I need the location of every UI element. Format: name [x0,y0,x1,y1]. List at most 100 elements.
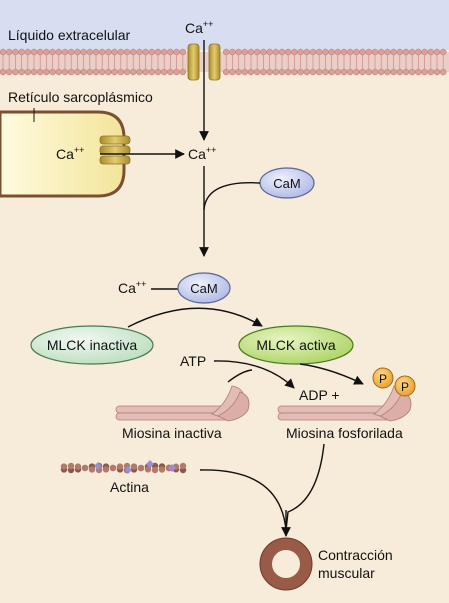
membrane-lipid-head [61,48,69,56]
myosin-phosphorylated [277,385,412,422]
membrane-lipid-head [315,48,323,56]
membrane-lipid-head [266,48,273,56]
membrane-lipid-head [55,68,63,76]
membrane-lipid-head [353,68,360,76]
membrane-lipid-head [160,48,168,56]
membrane-lipid-head [179,48,187,56]
membrane-lipid-head [253,68,261,76]
membrane-lipid-head [80,48,87,56]
membrane-lipid-head [30,48,38,56]
membrane-lipid-head [5,68,13,76]
membrane-lipid-head [136,48,143,56]
ca-reticulum-label: Ca++ [56,145,84,162]
membrane-lipid-head [222,48,230,56]
membrane-lipid-head [371,48,379,56]
mlck-inactive [30,325,154,365]
membrane-lipid-head [346,68,354,76]
actin-monomer [137,464,145,472]
membrane-lipid-head [36,48,44,56]
membrane-lipid-head [334,48,342,56]
membrane-lipid-head [284,68,292,76]
membrane-lipid-head [272,68,280,76]
membrane-lipid-head [123,68,131,76]
contraction-label-line2: muscular [318,565,375,581]
membrane-lipid-head [43,48,50,56]
membrane-lipid-head [74,68,81,76]
membrane-lipid-head [272,48,280,56]
membrane-lipid-head [167,48,174,56]
membrane-lipid-head [98,48,106,56]
membrane-lipid-head [390,48,397,56]
svg-text:P: P [379,372,387,386]
mlck-phosphorylation-arrow [299,363,364,385]
membrane-lipid-head [12,68,19,76]
contraction-ring [260,538,312,590]
membrane-lipid-head [241,68,249,76]
membrane-lipid-head [247,68,255,76]
membrane-lipid-head [222,68,230,76]
membrane-lipid-head [154,48,162,56]
membrane-lipid-head [86,48,94,56]
tropomyosin-site [168,464,176,472]
myosin-phosphorylated-label: Miosina fosforilada [286,425,403,441]
membrane-lipid-head [117,48,125,56]
membrane-lipid-head [247,48,255,56]
membrane-lipid-head [359,48,366,56]
membrane-lipid-head [136,68,143,76]
membrane-lipid-head [142,48,149,56]
membrane-lipid-head [74,48,81,56]
membrane-lipid-head [303,48,311,56]
membrane-lipid-head [278,48,286,56]
contraction-label-line1: Contracción [318,547,393,563]
membrane-lipid-head [111,68,118,76]
mlck-active-label: MLCK activa [256,337,336,353]
mlck-active [238,325,354,365]
membrane-lipid-head [36,68,44,76]
myosin-inactive [115,385,250,422]
membrane-lipid-head [43,68,50,76]
ca-complex-label: Ca++ [118,279,146,296]
actin-monomer [144,466,152,473]
actin-monomer [109,464,117,472]
membrane-lipid-head [18,68,25,76]
membrane-lipid-head [291,68,298,76]
membrane-lipid-head [24,68,32,76]
actin-monomer [81,464,89,472]
actin-monomer [158,466,166,473]
membrane-lipid-head [0,68,7,76]
myosin-to-contraction-arrow [285,443,325,531]
membrane-lipid-head [297,48,304,56]
calmodulin-free-label: CaM [273,176,300,191]
membrane-lipid-head [148,68,156,76]
membrane-lipid-head [433,68,441,76]
membrane-lipid-head [92,48,100,56]
tropomyosin-site [146,460,154,468]
membrane-lipid-head [148,48,156,56]
membrane-lipid-head [284,48,292,56]
actin-monomer [130,463,138,470]
actin-monomer [116,463,124,470]
membrane-lipid-head [421,48,428,56]
mlck-activation-arrow [127,307,263,328]
membrane-lipid-head [12,48,19,56]
membrane-lipid-head [67,68,75,76]
membrane-lipid-head [160,68,168,76]
membrane-lipid-head [328,68,335,76]
myosin-input-arrow [227,369,253,383]
membrane-lipid-head [377,48,385,56]
membrane-lipid-head [396,68,404,76]
membrane-lipid-head [229,68,236,76]
membrane-lipid-head [309,48,317,56]
membrane-lipid-head [340,48,348,56]
tropomyosin-site [124,466,132,474]
extracellular-region [0,0,449,50]
membrane-lipid-head [61,68,69,76]
adp-label: ADP + [299,387,340,403]
contraction-ring-outline [259,537,313,591]
membrane-lipid-head [266,68,273,76]
actin-monomer [179,462,187,470]
membrane-lipid-head [154,68,162,76]
membrane-lipid-head [408,68,416,76]
membrane-lipid-head [129,68,137,76]
